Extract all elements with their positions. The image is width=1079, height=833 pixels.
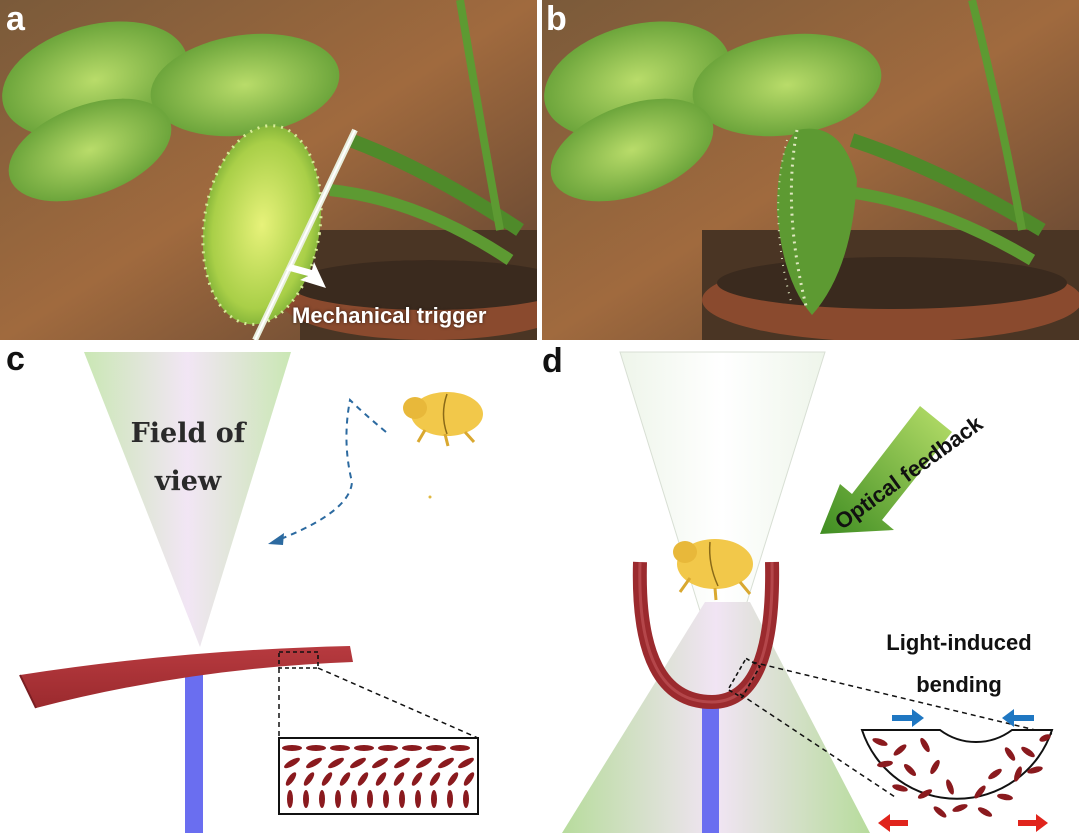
panel-letter-a: a (6, 0, 25, 38)
molecule-rows (282, 745, 475, 808)
optical-feedback-arrow-icon (820, 406, 952, 534)
laser-beam (185, 670, 203, 833)
panel-b-photo: b (542, 0, 1079, 340)
trapped-beetle-icon (673, 539, 753, 601)
mechanical-trigger-label: Mechanical trigger (292, 303, 487, 328)
expansion-arrow-left-icon (878, 814, 908, 832)
panel-a-photo: a Mechanical trigger (0, 0, 537, 340)
panel-d-schematic: d Optical feedback Light-induced bending (540, 342, 1079, 833)
compression-arrow-right-icon (1002, 709, 1034, 727)
optical-feedback-schematic (562, 351, 1054, 833)
field-of-view-schematic (19, 352, 483, 833)
light-induced-bending-label: Light-induced bending (886, 630, 1032, 697)
upper-cone (619, 351, 826, 684)
expansion-arrow-right-icon (1018, 814, 1048, 832)
panel-letter-b: b (546, 0, 567, 38)
trajectory-arrow-icon (268, 533, 284, 545)
venus-flytrap-closed-photo (542, 0, 1079, 340)
laser-beam-d (702, 702, 719, 833)
beetle-icon (403, 392, 483, 499)
insect-trajectory (277, 397, 387, 541)
compression-arrow-left-icon (892, 709, 924, 727)
polymer-strip (20, 646, 353, 708)
field-of-view-cone (84, 352, 291, 647)
panel-c-schematic: c Field of view (0, 342, 540, 833)
field-of-view-label: Field of view (130, 418, 246, 497)
panel-letter-d: d (542, 342, 563, 380)
panel-letter-c: c (6, 342, 25, 378)
zoom-region (278, 651, 319, 669)
trigger-arrow-icon (286, 262, 326, 288)
venus-flytrap-open-photo (0, 0, 537, 340)
disordered-molecules (872, 734, 1051, 818)
